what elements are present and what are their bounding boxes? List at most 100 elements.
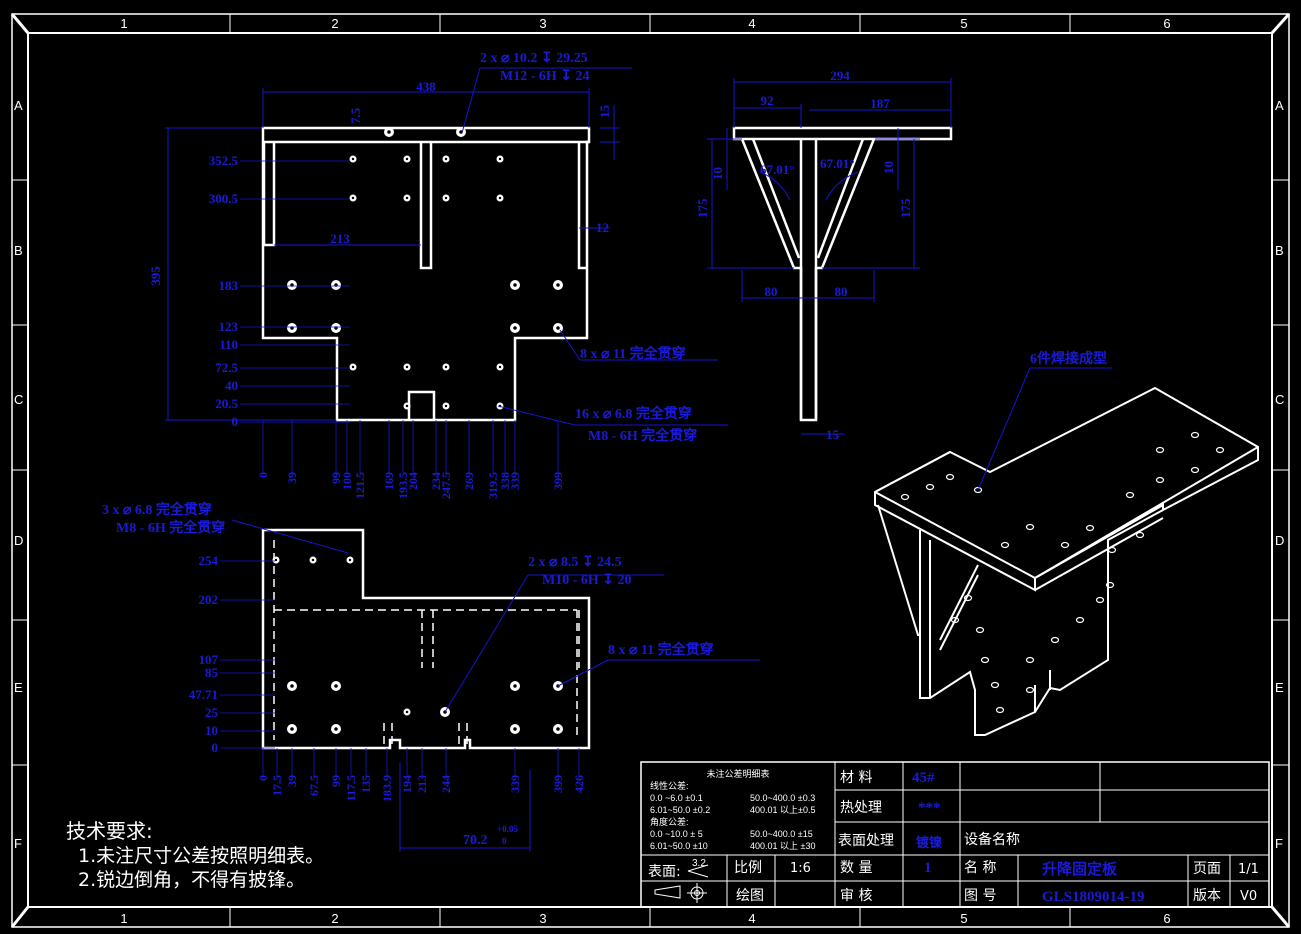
dim-x-269: 269 — [462, 472, 476, 490]
page-label: 页面 — [1193, 861, 1221, 877]
bv-dim-x-17.5: 17.5 — [270, 775, 284, 796]
iso-hole-26 — [950, 616, 960, 624]
note-bv-through-holes: 8 x ⌀ 11 完全贯穿 — [608, 641, 714, 658]
note-bv-m8-thread: M8 - 6H 完全贯穿 — [116, 519, 225, 536]
iso-hole-7 — [1085, 524, 1095, 532]
drawing-number: GLS1809014-19 — [1042, 889, 1145, 905]
frame-row-right-C: C — [1275, 392, 1284, 407]
dim-x-0: 0 — [256, 472, 270, 478]
page-value: 1/1 — [1238, 862, 1259, 877]
dim-side-overall: 294 — [830, 68, 850, 83]
bv-dim-x-117.5: 117.5 — [344, 775, 358, 801]
iso-hole-16 — [975, 626, 985, 634]
side-view: 294 92 187 67.01° 67.01° 10 10 175 175 8… — [695, 68, 953, 442]
dim-height: 395 — [148, 266, 163, 286]
note-thread-top: M12 - 6H ↧ 24 — [500, 69, 590, 84]
dim-y-110: 110 — [219, 337, 238, 352]
iso-hole-15 — [1155, 476, 1165, 484]
frame-row-right-E: E — [1275, 680, 1284, 695]
iso-hole-3 — [973, 486, 983, 494]
dim-x-193.5: 193.5 — [396, 472, 410, 499]
scale-label: 比例 — [734, 860, 762, 876]
bv-dim-y-10: 10 — [205, 723, 218, 738]
bv-dim-x-426: 426 — [572, 775, 586, 793]
dim-bv-chamfer: 70.2 — [463, 833, 488, 848]
frame-col-bottom-1: 1 — [120, 911, 127, 926]
note-bv-m10-holes: 2 x ⌀ 8.5 ↧ 24.5 — [528, 555, 622, 570]
iso-hole-1 — [925, 483, 935, 491]
bv-dim-y-47.71: 47.71 — [189, 687, 218, 702]
dim-angle-right: 67.01° — [820, 156, 854, 171]
tech-item-2: 2.锐边倒角，不得有披锋。 — [78, 869, 305, 891]
iso-hole-9 — [1135, 531, 1145, 539]
dim-angle-left: 67.01° — [760, 162, 794, 177]
iso-hole-17 — [980, 656, 990, 664]
tol-linear-1a: 0.0 ~6.0 ±0.1 — [650, 793, 703, 803]
bv-dim-y-25: 25 — [205, 705, 219, 720]
note-through-holes: 8 x ⌀ 11 完全贯穿 — [580, 345, 686, 362]
dim-thickness: 15 — [597, 105, 612, 119]
dim-small: 7.5 — [348, 107, 363, 124]
frame-row-left-A: A — [14, 98, 23, 113]
frame-row-left-E: E — [14, 680, 23, 695]
frame-row-left-B: B — [14, 243, 23, 258]
review-label: 审 核 — [840, 888, 872, 904]
dim-x-99: 99 — [329, 472, 343, 484]
bv-dim-x-67.5: 67.5 — [307, 775, 321, 796]
heat-value: *** — [918, 800, 941, 816]
frame-row-right-D: D — [1275, 533, 1284, 548]
technical-requirements: 技术要求: 1.未注尺寸公差按照明细表。 2.锐边倒角，不得有披锋。 — [66, 819, 324, 891]
dim-y-123: 123 — [219, 319, 239, 334]
iso-hole-27 — [963, 594, 973, 602]
bv-dim-x-244: 244 — [439, 775, 453, 793]
bv-dim-y-202: 202 — [199, 592, 219, 607]
dim-y-300.5: 300.5 — [209, 191, 239, 206]
iso-hole-0 — [900, 493, 910, 501]
iso-hole-14 — [1125, 491, 1135, 499]
dim-overall-width: 438 — [416, 79, 436, 94]
iso-hole-4 — [1000, 541, 1010, 549]
tolerance-linear-label: 线性公差: — [650, 780, 689, 791]
frame-row-left-F: F — [14, 836, 22, 851]
tol-linear-2a: 6.01~50.0 ±0.2 — [650, 805, 710, 815]
iso-hole-23 — [1105, 581, 1115, 589]
bv-dim-y-85: 85 — [205, 665, 219, 680]
iso-hole-13 — [1190, 466, 1200, 474]
dim-213: 213 — [330, 231, 350, 246]
bv-dim-x-183.9: 183.9 — [380, 775, 394, 802]
dim-175-left: 175 — [695, 198, 710, 218]
dim-bv-tol-up: +0.05 — [497, 824, 518, 834]
top-view: 438 395 15 7.5 12 213 2 x ⌀ 10.2 ↧ 29.25… — [148, 51, 728, 499]
iso-hole-24 — [1025, 686, 1035, 694]
drawno-label: 图 号 — [964, 888, 996, 904]
tolerance-title: 未注公差明细表 — [706, 768, 769, 779]
dim-wall: 12 — [596, 220, 609, 235]
frame-col-top-4: 4 — [748, 16, 755, 31]
dim-x-247.5: 247.5 — [439, 472, 453, 499]
note-bv-m8-holes: 3 x ⌀ 6.8 完全贯穿 — [102, 501, 212, 518]
dim-80-right: 80 — [835, 284, 848, 299]
iso-hole-25 — [995, 706, 1005, 714]
iso-hole-10 — [1155, 446, 1165, 454]
tol-angle-1b: 50.0~400.0 ±15 — [750, 829, 813, 839]
frame-col-bottom-2: 2 — [331, 911, 338, 926]
bv-dim-x-135: 135 — [359, 775, 373, 793]
dim-x-39: 39 — [285, 472, 299, 484]
dim-side-187: 187 — [870, 96, 890, 111]
tech-title: 技术要求: — [66, 819, 153, 843]
bv-dim-x-339: 339 — [508, 775, 522, 793]
equipment-label: 设备名称 — [964, 831, 1020, 848]
dim-y-40: 40 — [225, 378, 238, 393]
frame-col-bottom-5: 5 — [960, 911, 967, 926]
bottom-view: 3 x ⌀ 6.8 完全贯穿 M8 - 6H 完全贯穿 2 x ⌀ 8.5 ↧ … — [102, 501, 760, 852]
material-label: 材 料 — [840, 770, 872, 786]
iso-hole-18 — [990, 681, 1000, 689]
qty-label: 数 量 — [840, 860, 872, 876]
iso-hole-5 — [1025, 523, 1035, 531]
dim-y-20.5: 20.5 — [215, 396, 238, 411]
dim-175-right: 175 — [898, 198, 913, 218]
tol-angle-1a: 0.0 ~10.0 ± 5 — [650, 829, 703, 839]
dim-x-319.5: 319.5 — [486, 472, 500, 499]
